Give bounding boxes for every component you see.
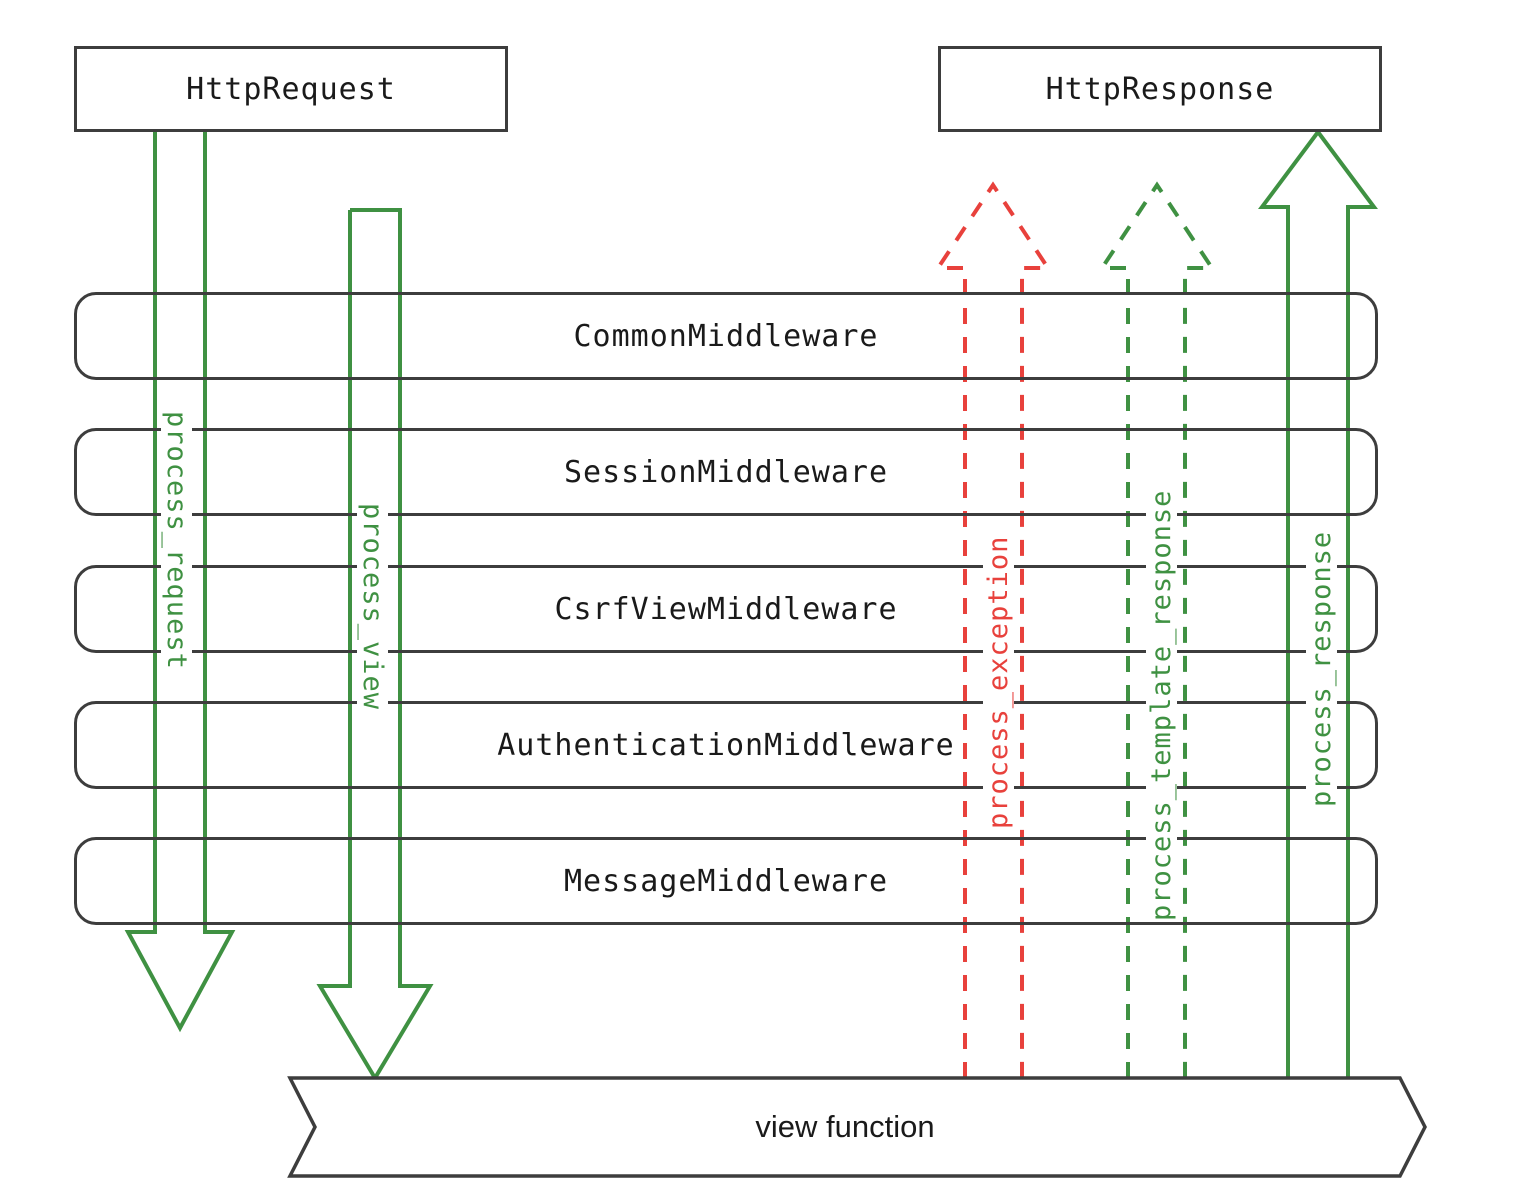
http-response-box: HttpResponse xyxy=(938,46,1382,132)
http-request-box: HttpRequest xyxy=(74,46,508,132)
process-response-arrow xyxy=(1258,128,1378,1078)
middleware-box-authentication xyxy=(74,701,1378,789)
middleware-box-message xyxy=(74,837,1378,925)
middleware-box-common xyxy=(74,292,1378,380)
process-request-arrow xyxy=(124,132,236,1033)
middleware-box-csrfview xyxy=(74,565,1378,653)
http-request-label: HttpRequest xyxy=(186,71,396,107)
http-response-label: HttpResponse xyxy=(1045,71,1275,107)
view-function-shape xyxy=(287,1076,1427,1178)
process-exception-arrow xyxy=(934,181,1052,1078)
middleware-box-session xyxy=(74,428,1378,516)
process-template-response-arrow xyxy=(1098,181,1216,1078)
process-view-arrow xyxy=(316,208,434,1082)
